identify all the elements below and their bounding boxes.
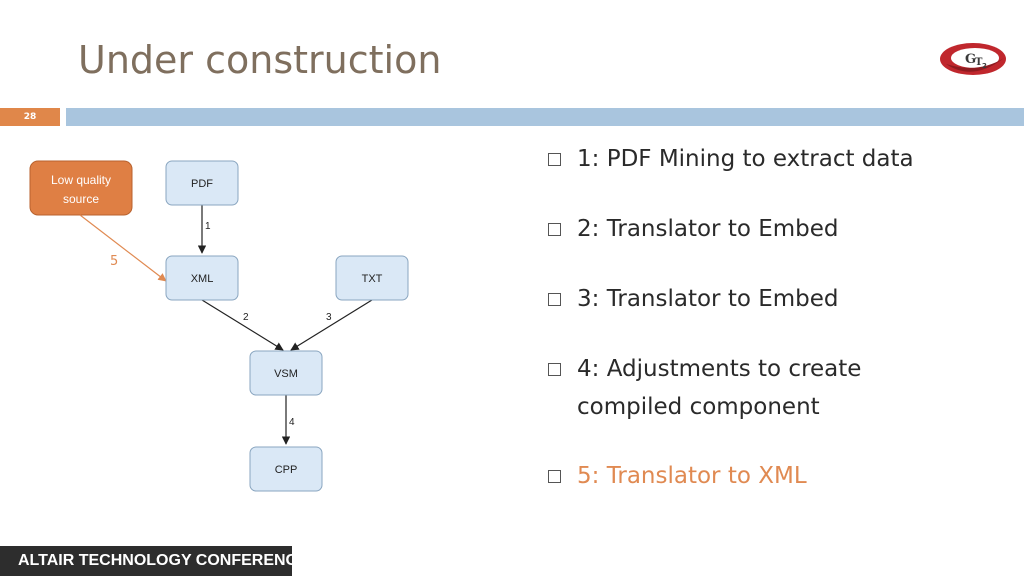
edge-xml-vsm: [201, 299, 284, 351]
node-cpp-label: CPP: [275, 464, 298, 476]
svg-text:G: G: [965, 52, 976, 67]
bullet-text-3: 3: Translator to Embed: [577, 286, 839, 312]
edge-label-5: 5: [110, 254, 118, 269]
bullet-item-3: 3: Translator to Embed: [548, 280, 839, 318]
footer-text: ALTAIR TECHNOLOGY CONFERENCE: [18, 552, 308, 569]
source-label-line1: Low quality: [51, 173, 111, 187]
source-label-line2: source: [63, 192, 99, 206]
bullet-box-icon: [548, 153, 561, 166]
page-number: 28: [0, 108, 60, 126]
slide-title: Under construction: [78, 38, 442, 82]
header-divider-bar: [66, 108, 1024, 126]
svg-text:T: T: [975, 57, 983, 68]
pipeline-diagram: Low quality source 1 2 3 4 5 PDF XML TXT…: [29, 160, 409, 492]
bullet-text-1: 1: PDF Mining to extract data: [577, 146, 914, 172]
node-vsm-label: VSM: [274, 368, 298, 380]
bullet-box-icon: [548, 363, 561, 376]
bullet-box-icon: [548, 470, 561, 483]
node-xml: XML: [165, 255, 239, 301]
node-txt-label: TXT: [362, 273, 383, 285]
node-pdf-label: PDF: [191, 178, 213, 190]
bullet-text-4-line1: 4: Adjustments to create: [577, 356, 862, 382]
bullet-item-2: 2: Translator to Embed: [548, 210, 839, 248]
edge-txt-vsm: [290, 299, 373, 351]
bullet-item-4: 4: Adjustments to create compiled compon…: [548, 350, 861, 426]
bullet-item-5: 5: Translator to XML: [548, 457, 807, 495]
bullet-box-icon: [548, 293, 561, 306]
footer-banner: ALTAIR TECHNOLOGY CONFERENCE: [0, 546, 308, 576]
gt2-logo-icon: G T 2: [940, 43, 1006, 75]
bullet-box-icon: [548, 223, 561, 236]
bullet-text-5: 5: Translator to XML: [577, 463, 807, 489]
edge-label-1: 1: [205, 221, 211, 232]
node-xml-label: XML: [191, 273, 214, 285]
node-pdf: PDF: [165, 160, 239, 206]
node-txt: TXT: [335, 255, 409, 301]
edge-label-2: 2: [243, 312, 249, 323]
node-cpp: CPP: [249, 446, 323, 492]
source-node: Low quality source: [29, 160, 133, 216]
svg-text:2: 2: [982, 62, 987, 70]
bullet-text-4: 4: Adjustments to create compiled compon…: [577, 350, 861, 426]
edge-label-4: 4: [289, 417, 295, 428]
node-vsm: VSM: [249, 350, 323, 396]
edge-label-3: 3: [326, 312, 332, 323]
bullet-text-4-line2: compiled component: [577, 394, 820, 420]
bullet-text-2: 2: Translator to Embed: [577, 216, 839, 242]
edge-source-xml: [79, 214, 167, 282]
bullet-item-1: 1: PDF Mining to extract data: [548, 140, 914, 178]
